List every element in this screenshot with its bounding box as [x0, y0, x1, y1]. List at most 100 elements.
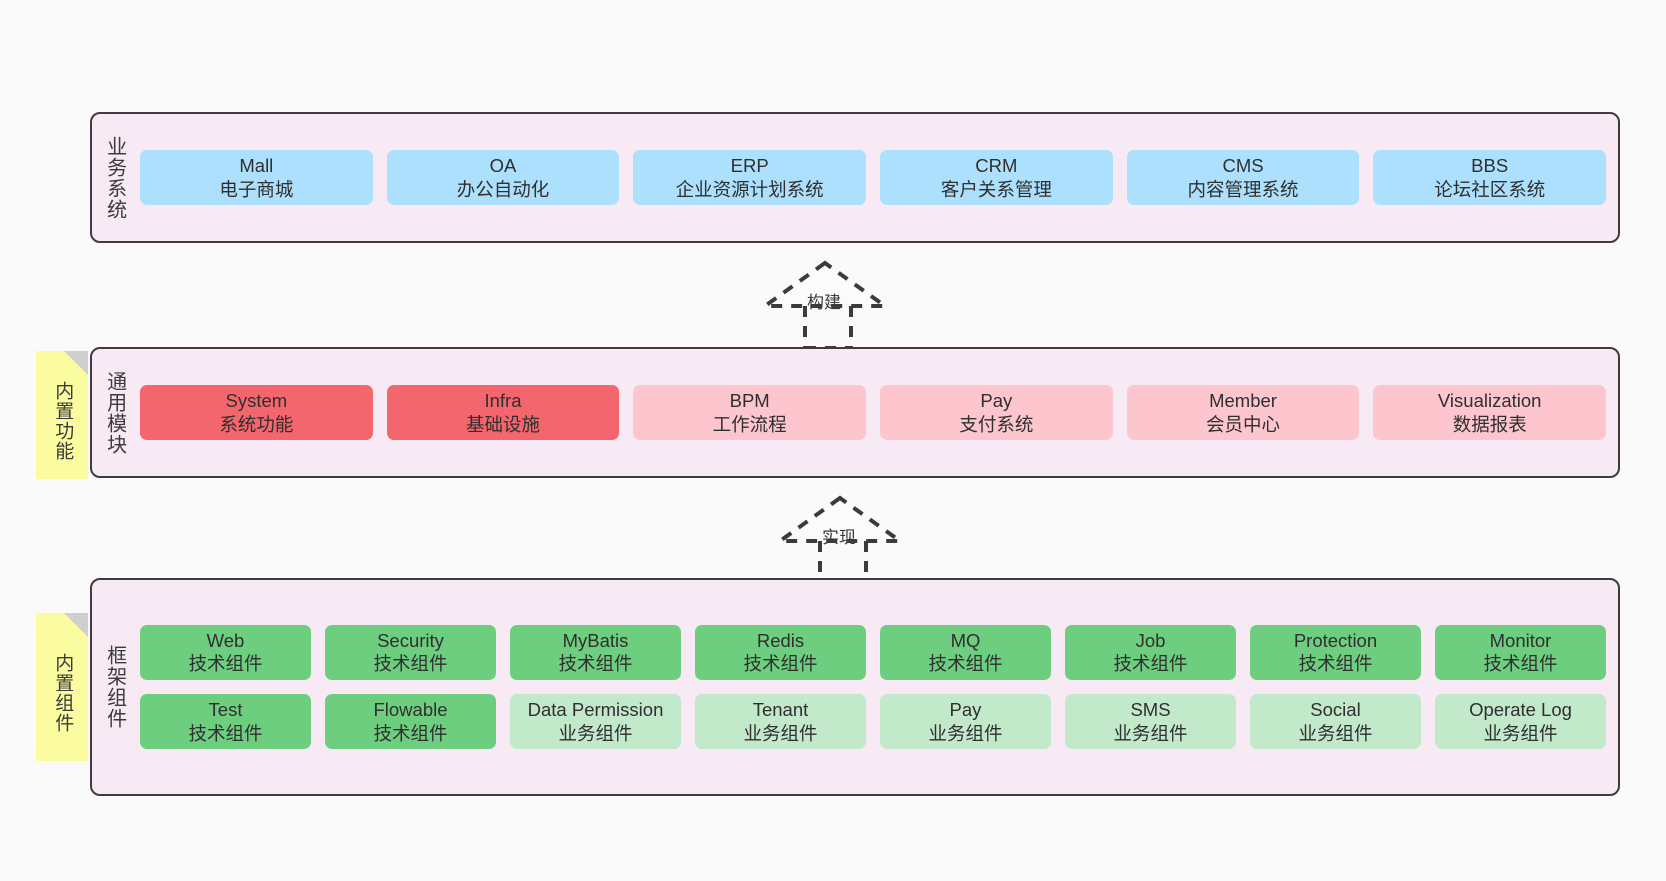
box-subtitle: 业务组件	[558, 722, 633, 744]
box-title: Mall	[239, 154, 274, 176]
component-box-mybatis[interactable]: MyBatis 技术组件	[510, 624, 681, 680]
box-title: CRM	[975, 154, 1018, 176]
box-title: Job	[1135, 629, 1166, 651]
box-title: Operate Log	[1469, 699, 1572, 720]
box-title: Web	[206, 629, 245, 651]
box-subtitle: 技术组件	[743, 653, 818, 675]
box-subtitle: 会员中心	[1206, 413, 1281, 435]
box-subtitle: 系统功能	[219, 413, 294, 435]
box-title: Social	[1310, 699, 1361, 720]
box-title: Test	[208, 699, 243, 720]
sticky-note-label: 内置组件	[52, 653, 74, 733]
box-subtitle: 数据报表	[1452, 413, 1527, 435]
box-title: Visualization	[1437, 389, 1542, 411]
business-box-mall[interactable]: Mall 电子商城	[140, 149, 373, 206]
box-subtitle: 支付系统	[959, 413, 1034, 435]
box-subtitle: 技术组件	[373, 653, 448, 675]
component-box-security[interactable]: Security 技术组件	[325, 624, 496, 680]
connector-implement: 实现	[770, 493, 930, 585]
box-title: Pay	[980, 389, 1013, 411]
layer-common-module: 通用模块 System 系统功能 Infra 基础设施 BPM 工作流程 Pay…	[90, 347, 1620, 478]
connector-shaft	[803, 306, 853, 350]
box-title: CMS	[1222, 154, 1264, 176]
arrowhead-triangle	[758, 260, 892, 308]
box-subtitle: 技术组件	[188, 722, 263, 744]
component-box-test[interactable]: Test 技术组件	[140, 694, 311, 750]
layer-business-system-label: 业务系统	[103, 135, 126, 220]
layer-business-system-body: Mall 电子商城 OA 办公自动化 ERP 企业资源计划系统 CRM 客户关系…	[136, 114, 1618, 241]
business-box-crm[interactable]: CRM 客户关系管理	[880, 149, 1113, 206]
component-box-redis[interactable]: Redis 技术组件	[695, 624, 866, 680]
component-box-web[interactable]: Web 技术组件	[140, 624, 311, 680]
box-subtitle: 业务组件	[928, 722, 1003, 744]
box-title: Redis	[756, 629, 805, 651]
layer-framework-component: 框架组件 Web 技术组件 Security 技术组件 MyBatis 技术组件…	[90, 578, 1620, 796]
common-module-row: System 系统功能 Infra 基础设施 BPM 工作流程 Pay 支付系统…	[140, 384, 1607, 441]
box-subtitle: 技术组件	[1113, 653, 1188, 675]
component-box-tenant[interactable]: Tenant 业务组件	[695, 694, 866, 750]
box-subtitle: 技术组件	[373, 722, 448, 744]
box-title: SMS	[1130, 699, 1171, 720]
box-subtitle: 技术组件	[1298, 653, 1373, 675]
box-title: Pay	[949, 699, 982, 720]
component-box-mq[interactable]: MQ 技术组件	[880, 624, 1051, 680]
business-box-cms[interactable]: CMS 内容管理系统	[1126, 149, 1360, 206]
folded-corner-icon	[64, 613, 88, 637]
box-title: System	[225, 389, 288, 411]
box-title: BBS	[1471, 154, 1509, 176]
module-box-member[interactable]: Member 会员中心	[1126, 384, 1360, 441]
folded-corner-icon	[64, 351, 88, 375]
component-box-pay[interactable]: Pay 业务组件	[880, 694, 1051, 750]
box-title: MQ	[950, 629, 981, 651]
box-subtitle: 技术组件	[188, 653, 263, 675]
box-title: Data Permission	[527, 699, 664, 720]
layer-business-system: 业务系统 Mall 电子商城 OA 办公自动化 ERP 企业资源计划系统 CRM…	[90, 112, 1620, 243]
component-box-operate-log[interactable]: Operate Log 业务组件	[1435, 694, 1606, 750]
box-title: Tenant	[752, 699, 809, 720]
business-box-erp[interactable]: ERP 企业资源计划系统	[633, 149, 867, 206]
sticky-note-builtin-features: 内置功能	[36, 351, 88, 479]
business-system-row: Mall 电子商城 OA 办公自动化 ERP 企业资源计划系统 CRM 客户关系…	[140, 149, 1607, 206]
component-box-sms[interactable]: SMS 业务组件	[1065, 694, 1236, 750]
box-subtitle: 业务组件	[1113, 722, 1188, 744]
module-box-system[interactable]: System 系统功能	[140, 384, 373, 441]
box-subtitle: 内容管理系统	[1187, 178, 1299, 200]
business-box-oa[interactable]: OA 办公自动化	[386, 149, 620, 206]
box-subtitle: 工作流程	[712, 413, 787, 435]
module-box-visualization[interactable]: Visualization 数据报表	[1373, 384, 1607, 441]
box-subtitle: 企业资源计划系统	[675, 178, 824, 200]
box-subtitle: 业务组件	[1483, 722, 1558, 744]
box-subtitle: 技术组件	[928, 653, 1003, 675]
box-subtitle: 业务组件	[1298, 722, 1373, 744]
box-title: Security	[377, 629, 444, 651]
component-box-job[interactable]: Job 技术组件	[1065, 624, 1236, 680]
component-box-flowable[interactable]: Flowable 技术组件	[325, 694, 496, 750]
module-box-pay[interactable]: Pay 支付系统	[880, 384, 1113, 441]
layer-common-module-body: System 系统功能 Infra 基础设施 BPM 工作流程 Pay 支付系统…	[136, 349, 1618, 476]
box-title: Flowable	[373, 699, 448, 720]
box-title: MyBatis	[562, 629, 629, 651]
box-subtitle: 业务组件	[743, 722, 818, 744]
box-title: Infra	[484, 389, 522, 411]
module-box-infra[interactable]: Infra 基础设施	[386, 384, 620, 441]
box-subtitle: 基础设施	[466, 413, 541, 435]
component-box-data-permission[interactable]: Data Permission 业务组件	[510, 694, 681, 750]
layer-framework-component-body: Web 技术组件 Security 技术组件 MyBatis 技术组件 Redi…	[136, 580, 1618, 794]
connector-build-label: 构建	[807, 293, 841, 312]
business-box-bbs[interactable]: BBS 论坛社区系统	[1373, 149, 1607, 206]
sticky-note-label: 内置功能	[52, 381, 74, 461]
component-box-protection[interactable]: Protection 技术组件	[1250, 624, 1421, 680]
box-subtitle: 论坛社区系统	[1434, 178, 1546, 200]
component-box-social[interactable]: Social 业务组件	[1250, 694, 1421, 750]
box-title: Member	[1209, 389, 1277, 411]
module-box-bpm[interactable]: BPM 工作流程	[633, 384, 867, 441]
component-box-monitor[interactable]: Monitor 技术组件	[1435, 624, 1606, 680]
box-subtitle: 技术组件	[1483, 653, 1558, 675]
box-subtitle: 技术组件	[558, 653, 633, 675]
framework-row-tech: Web 技术组件 Security 技术组件 MyBatis 技术组件 Redi…	[140, 624, 1606, 680]
sticky-note-builtin-components: 内置组件	[36, 613, 88, 761]
box-title: Monitor	[1489, 629, 1552, 651]
connector-build: 构建	[755, 258, 915, 350]
layer-framework-component-label: 框架组件	[103, 645, 126, 729]
